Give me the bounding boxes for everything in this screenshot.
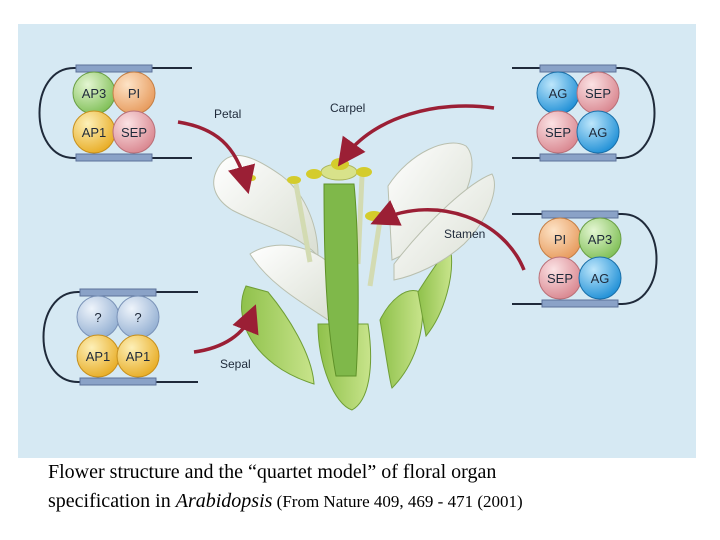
protein-pi-label: PI	[128, 86, 140, 101]
protein-sep-label: SEP	[121, 125, 147, 140]
protein-ap3-label: AP3	[588, 232, 613, 247]
caption-line-1: Flower structure and the “quartet model”…	[48, 458, 708, 487]
protein-ap1-label: AP1	[86, 349, 111, 364]
protein-unknown-label: ?	[134, 310, 141, 325]
anther-6	[248, 175, 256, 181]
figure-caption: Flower structure and the “quartet model”…	[48, 458, 708, 516]
caption-source: (From Nature 409, 469 - 471 (2001)	[272, 492, 522, 511]
protein-ag-label: AG	[549, 86, 568, 101]
protein-sep-label: SEP	[547, 271, 573, 286]
binding-site-top	[542, 211, 618, 218]
quartet-model-figure: Petal Carpel Stamen Sepal AP3 PI AP1 SEP…	[18, 24, 696, 458]
protein-ag-label: AG	[591, 271, 610, 286]
binding-site-top	[76, 65, 152, 72]
protein-unknown-label: ?	[94, 310, 101, 325]
binding-site-top	[540, 65, 616, 72]
binding-site-top	[80, 289, 156, 296]
protein-sep-label: SEP	[585, 86, 611, 101]
label-stamen: Stamen	[444, 227, 485, 241]
label-petal: Petal	[214, 107, 241, 121]
anther-3	[331, 158, 349, 170]
protein-ap3-label: AP3	[82, 86, 107, 101]
binding-site-bottom	[542, 300, 618, 307]
binding-site-bottom	[540, 154, 616, 161]
label-sepal: Sepal	[220, 357, 251, 371]
caption-line-2: specification in Arabidopsis (From Natur…	[48, 487, 708, 516]
anther-1	[287, 176, 301, 184]
protein-ap1-label: AP1	[126, 349, 151, 364]
anther-4	[356, 167, 372, 177]
protein-ag-label: AG	[589, 125, 608, 140]
binding-site-bottom	[80, 378, 156, 385]
protein-sep-label: SEP	[545, 125, 571, 140]
binding-site-bottom	[76, 154, 152, 161]
caption-line-2-start: specification in	[48, 490, 176, 512]
anther-2	[306, 169, 322, 179]
caption-species: Arabidopsis	[176, 490, 273, 512]
label-carpel: Carpel	[330, 101, 365, 115]
protein-pi-label: PI	[554, 232, 566, 247]
protein-ap1-label: AP1	[82, 125, 107, 140]
